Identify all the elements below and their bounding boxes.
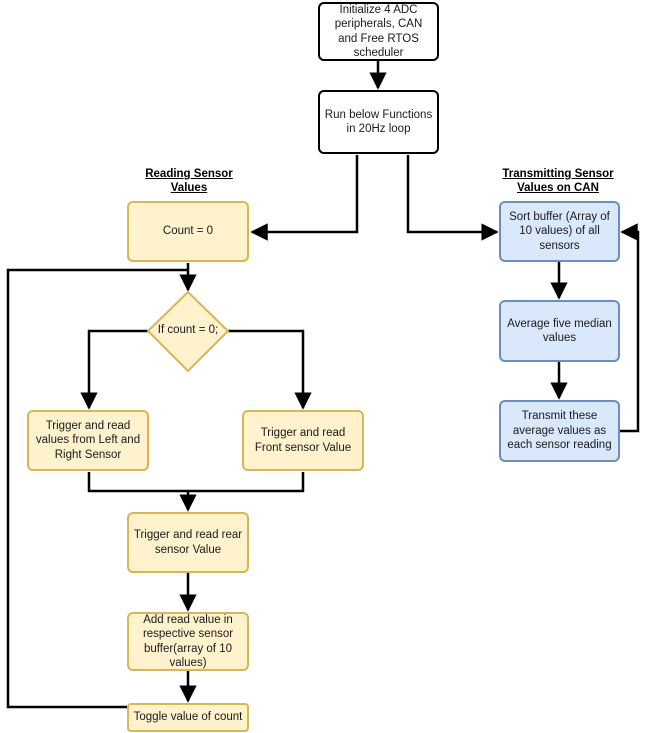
add-buffer-label: Add read value in respective sensor buff… <box>142 613 234 669</box>
decision-diamond <box>146 290 230 373</box>
toggle-label: Toggle value of count <box>133 711 243 724</box>
arrow-decision-to-front <box>226 329 312 410</box>
reading-section-title: Reading Sensor Values <box>145 168 233 194</box>
init-label: Initialize 4 ADC peripherals, CAN and Fr… <box>334 3 423 59</box>
line-leftright-merge <box>87 472 305 493</box>
transmitting-section-title: Transmitting Sensor Values on CAN <box>502 168 614 194</box>
rear-label: Trigger and read rear sensor Value <box>133 529 243 556</box>
arrow-decision-to-leftright <box>80 329 150 410</box>
sort-label: Sort buffer (Array of 10 values) of all … <box>509 210 610 252</box>
init-node: Initialize 4 ADC peripherals, CAN and Fr… <box>318 2 439 61</box>
arrow-toggle-loopback <box>6 268 188 709</box>
sort-node: Sort buffer (Array of 10 values) of all … <box>499 201 620 262</box>
transmit-label: Transmit these average values as each se… <box>507 410 612 452</box>
run-loop-label: Run below Functions in 20Hz loop <box>324 108 433 135</box>
count-zero-label: Count = 0 <box>162 225 214 238</box>
add-buffer-node: Add read value in respective sensor buff… <box>127 612 249 671</box>
toggle-node: Toggle value of count <box>127 703 249 732</box>
front-node: Trigger and read Front sensor Value <box>242 410 364 471</box>
left-right-label: Trigger and read values from Left and Ri… <box>35 419 141 461</box>
average-label: Average five median values <box>507 317 612 344</box>
transmit-node: Transmit these average values as each se… <box>499 400 620 462</box>
front-label: Trigger and read Front sensor Value <box>254 427 352 454</box>
run-loop-node: Run below Functions in 20Hz loop <box>318 90 439 154</box>
arrow-transmit-loopback <box>620 223 640 433</box>
average-node: Average five median values <box>499 300 620 362</box>
arrow-loop-to-count <box>250 155 359 241</box>
if-count-label: If count = 0; <box>157 324 219 336</box>
rear-node: Trigger and read rear sensor Value <box>127 512 249 573</box>
arrow-loop-to-sort <box>406 155 499 241</box>
count-zero-node: Count = 0 <box>127 201 249 262</box>
left-right-node: Trigger and read values from Left and Ri… <box>27 410 149 471</box>
